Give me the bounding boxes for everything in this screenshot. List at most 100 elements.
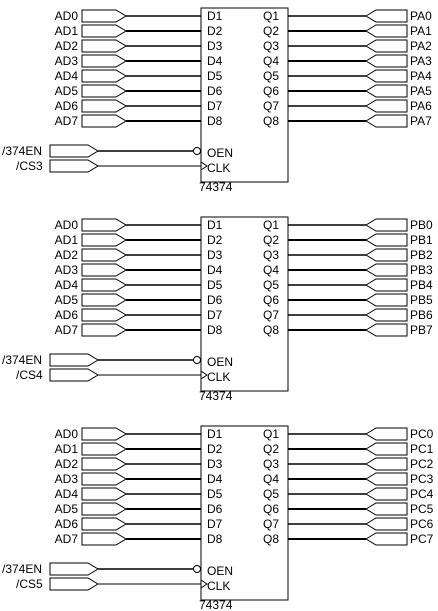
input-port-connector: [81, 54, 127, 68]
input-signal-label: AD7: [55, 323, 79, 337]
input-signal-label: AD7: [55, 114, 79, 128]
q-pin-label: Q5: [263, 487, 279, 501]
oe-input-connector: [49, 144, 99, 158]
input-port-connector: [81, 293, 127, 307]
q-pin-label: Q5: [263, 69, 279, 83]
output-port-connector: [365, 278, 408, 292]
input-signal-label: AD1: [55, 233, 79, 247]
output-port-connector: [365, 233, 408, 247]
chip-part-number: 74374: [199, 598, 233, 611]
output-port-connector: [365, 114, 408, 128]
input-signal-label: AD3: [55, 263, 79, 277]
output-port-connector: [365, 263, 408, 277]
d-pin-label: D1: [207, 427, 223, 441]
clk-input-connector: [49, 159, 99, 173]
output-port-connector: [365, 9, 408, 23]
input-signal-label: AD2: [55, 457, 79, 471]
input-signal-label: AD4: [55, 69, 79, 83]
output-port-connector: [365, 323, 408, 337]
q-pin-label: Q5: [263, 278, 279, 292]
d-pin-label: D7: [207, 99, 223, 113]
input-port-connector: [81, 457, 127, 471]
d-pin-label: D5: [207, 69, 223, 83]
output-port-connector: [365, 517, 408, 531]
output-port-connector: [365, 442, 408, 456]
input-signal-label: AD1: [55, 442, 79, 456]
d-pin-label: D1: [207, 218, 223, 232]
output-signal-label: PB2: [410, 248, 433, 262]
output-signal-label: PC6: [410, 517, 434, 531]
d-pin-label: D6: [207, 84, 223, 98]
d-pin-label: D4: [207, 472, 223, 486]
oe-pin-label: OEN: [207, 146, 233, 160]
input-signal-label: AD2: [55, 39, 79, 53]
q-pin-label: Q6: [263, 84, 279, 98]
input-port-connector: [81, 24, 127, 38]
oe-inversion-bubble: [193, 565, 201, 573]
clk-input-connector: [49, 577, 99, 591]
input-port-connector: [81, 9, 127, 23]
q-pin-label: Q6: [263, 502, 279, 516]
q-pin-label: Q3: [263, 39, 279, 53]
output-signal-label: PA4: [410, 69, 432, 83]
d-pin-label: D5: [207, 278, 223, 292]
clk-pin-label: CLK: [207, 579, 230, 593]
q-pin-label: Q8: [263, 114, 279, 128]
output-signal-label: PA6: [410, 99, 432, 113]
d-pin-label: D8: [207, 532, 223, 546]
d-pin-label: D6: [207, 293, 223, 307]
q-pin-label: Q3: [263, 457, 279, 471]
clk-signal-label: /CS5: [16, 577, 43, 591]
output-port-connector: [365, 84, 408, 98]
input-signal-label: AD6: [55, 308, 79, 322]
output-signal-label: PB6: [410, 308, 433, 322]
output-signal-label: PA3: [410, 54, 432, 68]
output-signal-label: PB7: [410, 323, 433, 337]
q-pin-label: Q4: [263, 472, 279, 486]
input-signal-label: AD4: [55, 487, 79, 501]
input-signal-label: AD0: [55, 218, 79, 232]
input-port-connector: [81, 427, 127, 441]
q-pin-label: Q2: [263, 233, 279, 247]
oe-signal-label: /374EN: [2, 562, 42, 576]
output-port-connector: [365, 248, 408, 262]
q-pin-label: Q1: [263, 9, 279, 23]
q-pin-label: Q7: [263, 517, 279, 531]
input-signal-label: AD6: [55, 517, 79, 531]
q-pin-label: Q2: [263, 24, 279, 38]
output-signal-label: PA2: [410, 39, 432, 53]
input-signal-label: AD0: [55, 9, 79, 23]
q-pin-label: Q7: [263, 99, 279, 113]
oe-pin-label: OEN: [207, 564, 233, 578]
oe-input-connector: [49, 353, 99, 367]
clk-signal-label: /CS4: [16, 368, 43, 382]
d-pin-label: D4: [207, 54, 223, 68]
output-port-connector: [365, 472, 408, 486]
input-port-connector: [81, 114, 127, 128]
chip-74374-body: [200, 425, 289, 601]
output-port-connector: [365, 54, 408, 68]
output-signal-label: PC3: [410, 472, 434, 486]
d-pin-label: D2: [207, 24, 223, 38]
input-signal-label: AD4: [55, 278, 79, 292]
input-port-connector: [81, 69, 127, 83]
output-signal-label: PB1: [410, 233, 433, 247]
d-pin-label: D8: [207, 114, 223, 128]
output-port-connector: [365, 293, 408, 307]
input-port-connector: [81, 263, 127, 277]
input-port-connector: [81, 248, 127, 262]
input-port-connector: [81, 99, 127, 113]
output-signal-label: PB5: [410, 293, 433, 307]
oe-inversion-bubble: [193, 356, 201, 364]
input-port-connector: [81, 84, 127, 98]
clk-input-connector: [49, 368, 99, 382]
output-signal-label: PA1: [410, 24, 432, 38]
oe-input-connector: [49, 562, 99, 576]
q-pin-label: Q2: [263, 442, 279, 456]
input-port-connector: [81, 278, 127, 292]
output-signal-label: PC2: [410, 457, 434, 471]
q-pin-label: Q1: [263, 218, 279, 232]
